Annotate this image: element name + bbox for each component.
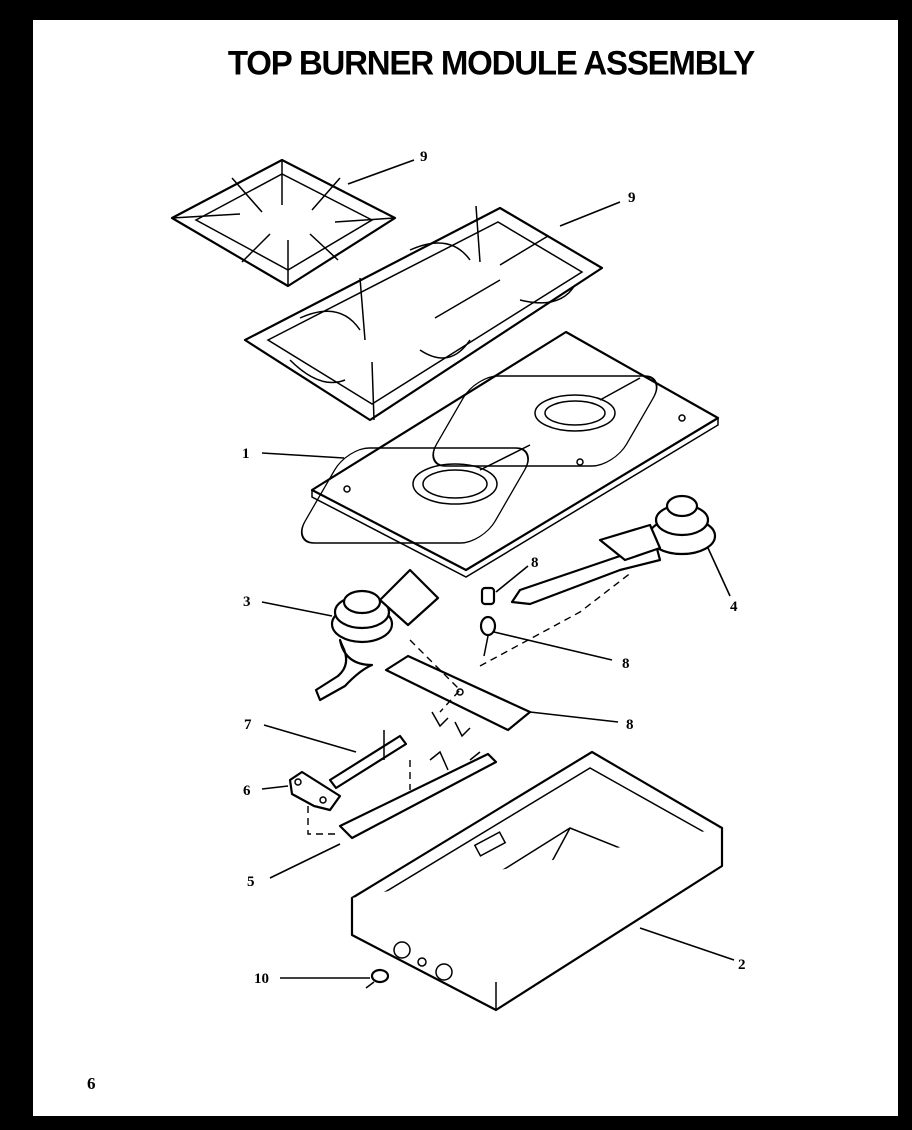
- right-burner: [510, 494, 717, 606]
- large-grate: [243, 205, 604, 422]
- callout-screw: 10: [254, 971, 269, 987]
- leader-lines: [261, 159, 735, 979]
- orifice-fitting: [480, 586, 496, 606]
- spark-electrode: [479, 615, 497, 657]
- callout-manifold: 7: [244, 717, 252, 733]
- spark-switch: [288, 770, 342, 812]
- callout-grate-small: 9: [420, 149, 428, 165]
- page-number: 6: [87, 1074, 96, 1093]
- callout-burner-right: 4: [730, 599, 738, 615]
- callout-orifice: 8: [531, 555, 539, 571]
- mounting-screw: [365, 968, 390, 989]
- page-title: TOP BURNER MODULE ASSEMBLY: [227, 43, 755, 82]
- callout-burner-top: 1: [242, 446, 250, 462]
- callout-bracket: 8: [626, 717, 634, 733]
- callout-support-bracket: 5: [247, 874, 255, 890]
- callout-electrode: 8: [622, 656, 630, 672]
- gas-manifold: [328, 730, 408, 790]
- drip-pan: [350, 750, 724, 1012]
- callout-drip-pan: 2: [738, 957, 746, 973]
- mounting-bracket: [384, 654, 532, 738]
- left-burner: [314, 568, 440, 702]
- callout-spark-switch: 6: [243, 783, 251, 799]
- small-grate: [170, 158, 397, 288]
- callout-burner-left: 3: [243, 594, 251, 610]
- callout-grate-large: 9: [628, 190, 636, 206]
- alignment-lines: [307, 571, 633, 835]
- burner-top-plate: [300, 330, 720, 578]
- support-bracket: [338, 750, 498, 840]
